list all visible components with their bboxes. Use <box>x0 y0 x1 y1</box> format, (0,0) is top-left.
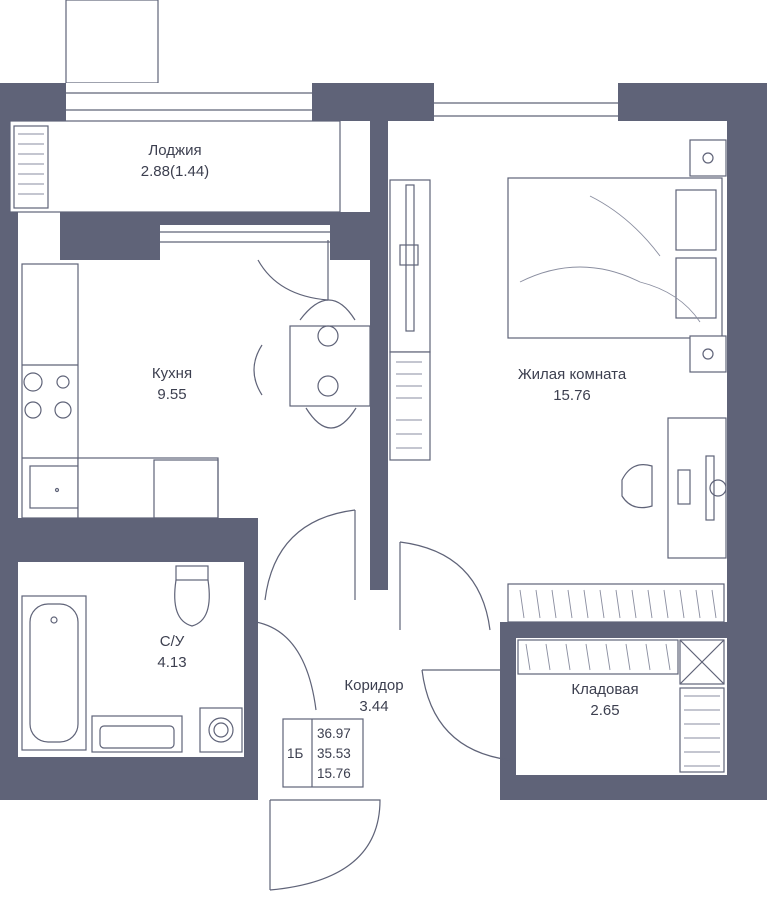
kitchen-furniture <box>21 240 371 519</box>
loggia-rack <box>13 125 49 209</box>
room-name-corridor: Коридор <box>344 677 403 694</box>
storage-furniture <box>421 639 725 773</box>
room-area-storage: 2.65 <box>590 702 619 719</box>
area-summary <box>282 718 364 788</box>
room-labels: Лоджия 2.88(1.44) Кухня 9.55 Жилая комна… <box>141 142 639 781</box>
bathroom-furniture <box>21 565 317 753</box>
area-excl-loggia: 35.53 <box>317 746 351 761</box>
windows <box>9 0 618 260</box>
total-area: 36.97 <box>317 726 351 741</box>
living-room-area: 15.76 <box>317 766 351 781</box>
room-area-loggia: 2.88(1.44) <box>141 163 209 180</box>
living-furniture <box>389 139 727 631</box>
corridor-doors <box>264 509 381 891</box>
room-area-corridor: 3.44 <box>359 698 388 715</box>
room-area-bathroom: 4.13 <box>157 654 186 671</box>
room-area-living: 15.76 <box>553 387 591 404</box>
room-name-kitchen: Кухня <box>152 365 192 382</box>
room-name-living: Жилая комната <box>518 366 627 383</box>
room-name-loggia: Лоджия <box>148 142 201 159</box>
room-area-kitchen: 9.55 <box>157 386 186 403</box>
room-name-storage: Кладовая <box>571 681 638 698</box>
apartment-type: 1Б <box>287 746 304 761</box>
room-name-bathroom: С/У <box>160 633 185 650</box>
